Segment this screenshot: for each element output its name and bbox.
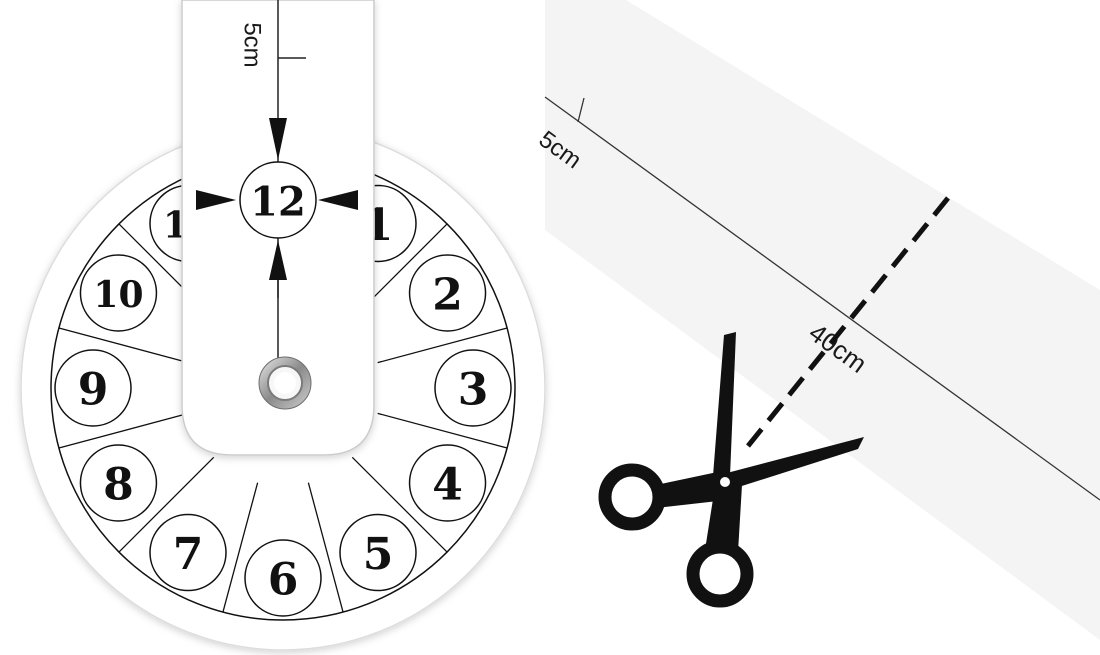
clock-division-line — [377, 327, 508, 364]
grommet-icon — [258, 356, 312, 410]
measuring-strip: 5cm 40cm — [534, 0, 1100, 640]
clock-number-9: 9 — [78, 365, 109, 416]
clock-number-8: 8 — [103, 460, 134, 511]
clock-division-line — [222, 482, 259, 613]
number-circle-5 — [339, 513, 417, 592]
clock-number-12: 12 — [250, 179, 306, 226]
clock-number-5: 5 — [363, 529, 394, 580]
number-circle-9 — [54, 349, 132, 427]
number-circle-8 — [79, 444, 158, 522]
clock-number-10: 10 — [93, 274, 143, 316]
number-circle-12 — [239, 161, 317, 239]
number-circle-2 — [408, 254, 487, 332]
strip-body — [545, 0, 1100, 640]
clock-division-line — [58, 327, 189, 364]
hand-measure-label: 5cm — [239, 22, 266, 67]
strip-guide-line — [544, 96, 1100, 501]
arrow-right-icon — [196, 190, 236, 210]
clock-number-6: 6 — [268, 555, 299, 606]
clock-division-line — [351, 456, 448, 553]
clock-division-line — [58, 412, 189, 449]
number-circle-7 — [149, 513, 227, 592]
clock-number-4: 4 — [432, 460, 463, 511]
arrow-up-icon — [269, 240, 287, 280]
number-circle-10 — [79, 254, 158, 332]
number-circle-4 — [408, 444, 487, 522]
clock-number-7: 7 — [173, 529, 204, 580]
number-circle-6 — [244, 539, 322, 617]
clock-number-3: 3 — [458, 365, 489, 416]
clock-number-2: 2 — [432, 270, 463, 321]
scissors-icon — [598, 332, 864, 608]
number-circle-3 — [434, 349, 512, 427]
clock-division-line — [118, 456, 215, 553]
clock-division-line — [377, 412, 508, 449]
arrow-down-icon — [269, 118, 287, 160]
cut-line-dashed — [746, 196, 950, 448]
strip-measure-tick — [577, 97, 585, 123]
arrow-left-icon — [318, 190, 358, 210]
clock-division-line — [307, 482, 344, 613]
clock-hand-strip: 5cm 12 — [181, 0, 375, 456]
